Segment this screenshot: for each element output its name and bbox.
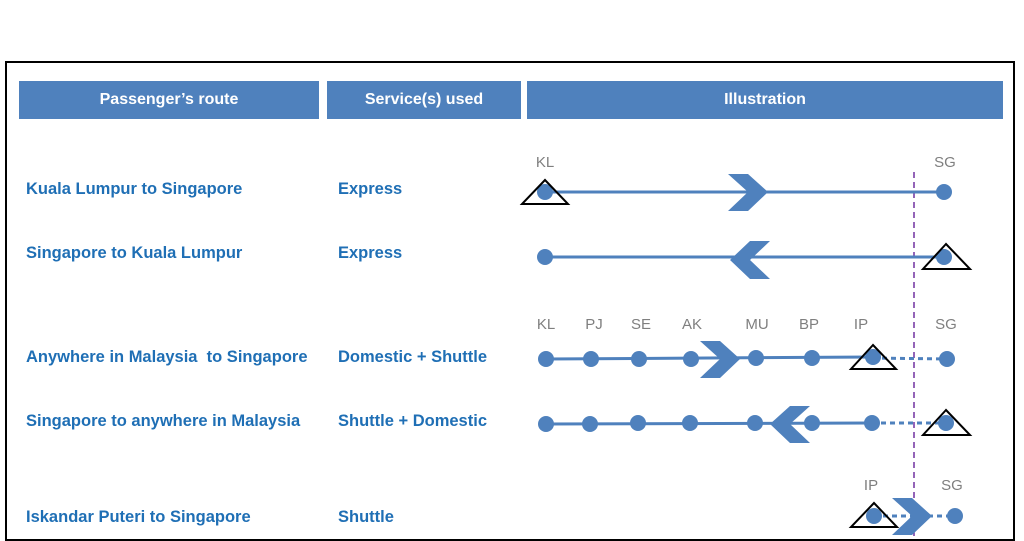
station-label: KL <box>536 154 554 171</box>
direction-arrow-left <box>770 406 810 443</box>
express-route-kl-sg: KL SG <box>519 154 956 211</box>
station-dot <box>936 249 952 265</box>
shuttle-domestic-route-from-sg <box>538 406 973 443</box>
route-text: Anywhere in Malaysia to Singapore <box>26 348 308 366</box>
boarding-triangle <box>848 343 899 370</box>
direction-arrow-left <box>730 241 770 279</box>
station-dot <box>683 351 699 367</box>
station-label: IP <box>864 477 878 494</box>
boarding-triangle <box>519 178 571 205</box>
station-dot <box>866 508 882 524</box>
station-dot <box>939 351 955 367</box>
service-text: Domestic + Shuttle <box>338 348 487 366</box>
station-dot <box>747 415 763 431</box>
station-dot <box>938 415 954 431</box>
service-text: Express <box>338 244 403 262</box>
station-dot <box>804 415 820 431</box>
station-dot <box>947 508 963 524</box>
service-text: Shuttle + Domestic <box>338 412 487 430</box>
service-text: Express <box>338 180 403 198</box>
station-label: AK <box>682 316 702 333</box>
station-label: KL <box>537 316 555 333</box>
direction-arrow-right <box>728 174 768 211</box>
station-dot <box>583 351 599 367</box>
route-text: Singapore to anywhere in Malaysia <box>26 412 301 430</box>
station-dot <box>748 350 764 366</box>
station-label: BP <box>799 316 819 333</box>
station-dot <box>582 416 598 432</box>
station-dot <box>537 184 553 200</box>
station-label: SE <box>631 316 651 333</box>
direction-arrow-right <box>700 341 740 378</box>
station-dot <box>630 415 646 431</box>
express-route-sg-kl <box>537 241 973 279</box>
boarding-triangle <box>848 501 900 528</box>
boarding-triangle <box>920 242 973 270</box>
station-label: SG <box>934 154 956 171</box>
station-label: MU <box>745 316 768 333</box>
station-dot <box>865 349 881 365</box>
station-dot <box>538 416 554 432</box>
station-dot <box>537 249 553 265</box>
route-text: Kuala Lumpur to Singapore <box>26 180 243 198</box>
station-dot <box>864 415 880 431</box>
station-label: SG <box>935 316 957 333</box>
header-illustration: Illustration <box>527 81 1003 119</box>
station-dot <box>936 184 952 200</box>
station-label: IP <box>854 316 868 333</box>
domestic-shuttle-route-to-sg: KL PJ SE AK MU BP IP SG <box>537 316 957 378</box>
header-services-used: Service(s) used <box>327 81 521 119</box>
direction-arrow-right <box>892 498 932 535</box>
station-dot <box>682 415 698 431</box>
route-text: Iskandar Puteri to Singapore <box>26 508 251 526</box>
station-label: PJ <box>585 316 603 333</box>
station-dot <box>631 351 647 367</box>
station-label: SG <box>941 477 963 494</box>
boarding-triangle <box>920 408 973 436</box>
station-dot <box>804 350 820 366</box>
service-text: Shuttle <box>338 508 394 526</box>
station-dot <box>538 351 554 367</box>
route-text: Singapore to Kuala Lumpur <box>26 244 243 262</box>
header-passenger-route: Passenger’s route <box>19 81 319 119</box>
shuttle-route-ip-sg: IP SG <box>848 477 963 535</box>
